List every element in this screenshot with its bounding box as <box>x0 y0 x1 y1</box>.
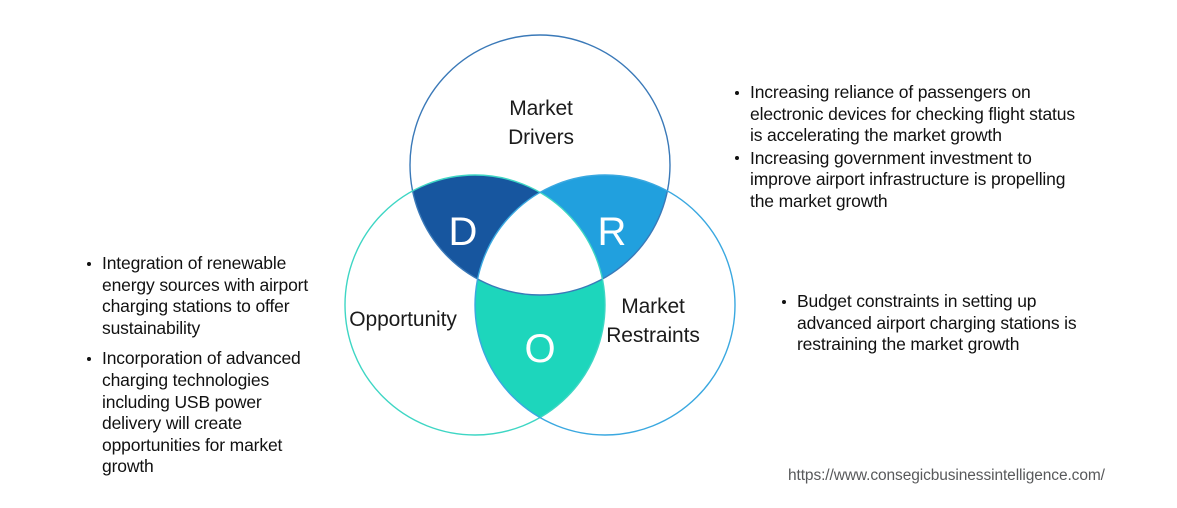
venn-svg: D R O <box>344 34 736 436</box>
list-item: Increasing government investment to impr… <box>733 148 1081 213</box>
label-opportunity: Opportunity <box>349 308 457 331</box>
list-item: Budget constraints in setting up advance… <box>780 291 1085 356</box>
bullet-list-opportunity: Integration of renewable energy sources … <box>85 253 317 478</box>
list-item-text: Budget constraints in setting up advance… <box>797 291 1077 355</box>
list-item-text: Incorporation of advanced charging techn… <box>102 348 301 477</box>
venn-letter-d: D <box>449 210 478 254</box>
circle-outline-drivers <box>409 34 671 296</box>
bullet-dot-icon <box>735 90 739 95</box>
list-item: Incorporation of advanced charging techn… <box>85 348 317 478</box>
venn-letter-o: O <box>524 327 555 371</box>
list-item-text: Integration of renewable energy sources … <box>102 253 309 338</box>
bullet-list-market-drivers: Increasing reliance of passengers on ele… <box>733 82 1081 213</box>
list-item-text: Increasing reliance of passengers on ele… <box>750 82 1075 146</box>
bullet-list-market-restraints: Budget constraints in setting up advance… <box>780 291 1085 356</box>
list-item: Increasing reliance of passengers on ele… <box>733 82 1081 147</box>
venn-diagram: D R O <box>300 10 780 460</box>
source-url[interactable]: https://www.consegicbusinessintelligence… <box>788 467 1105 484</box>
venn-letter-r: R <box>598 210 627 254</box>
label-market-restraints: Market Restraints <box>606 295 700 347</box>
bullet-dot-icon <box>782 299 786 304</box>
list-item-text: Increasing government investment to impr… <box>750 147 1066 211</box>
circle-outline-restraints <box>474 174 736 436</box>
bullet-dot-icon <box>87 261 91 266</box>
circle-outline-opportunity <box>344 174 606 436</box>
list-item: Integration of renewable energy sources … <box>85 253 317 339</box>
label-market-drivers: Market Drivers <box>508 97 574 149</box>
bullet-dot-icon <box>87 356 91 361</box>
bullet-dot-icon <box>735 156 739 161</box>
